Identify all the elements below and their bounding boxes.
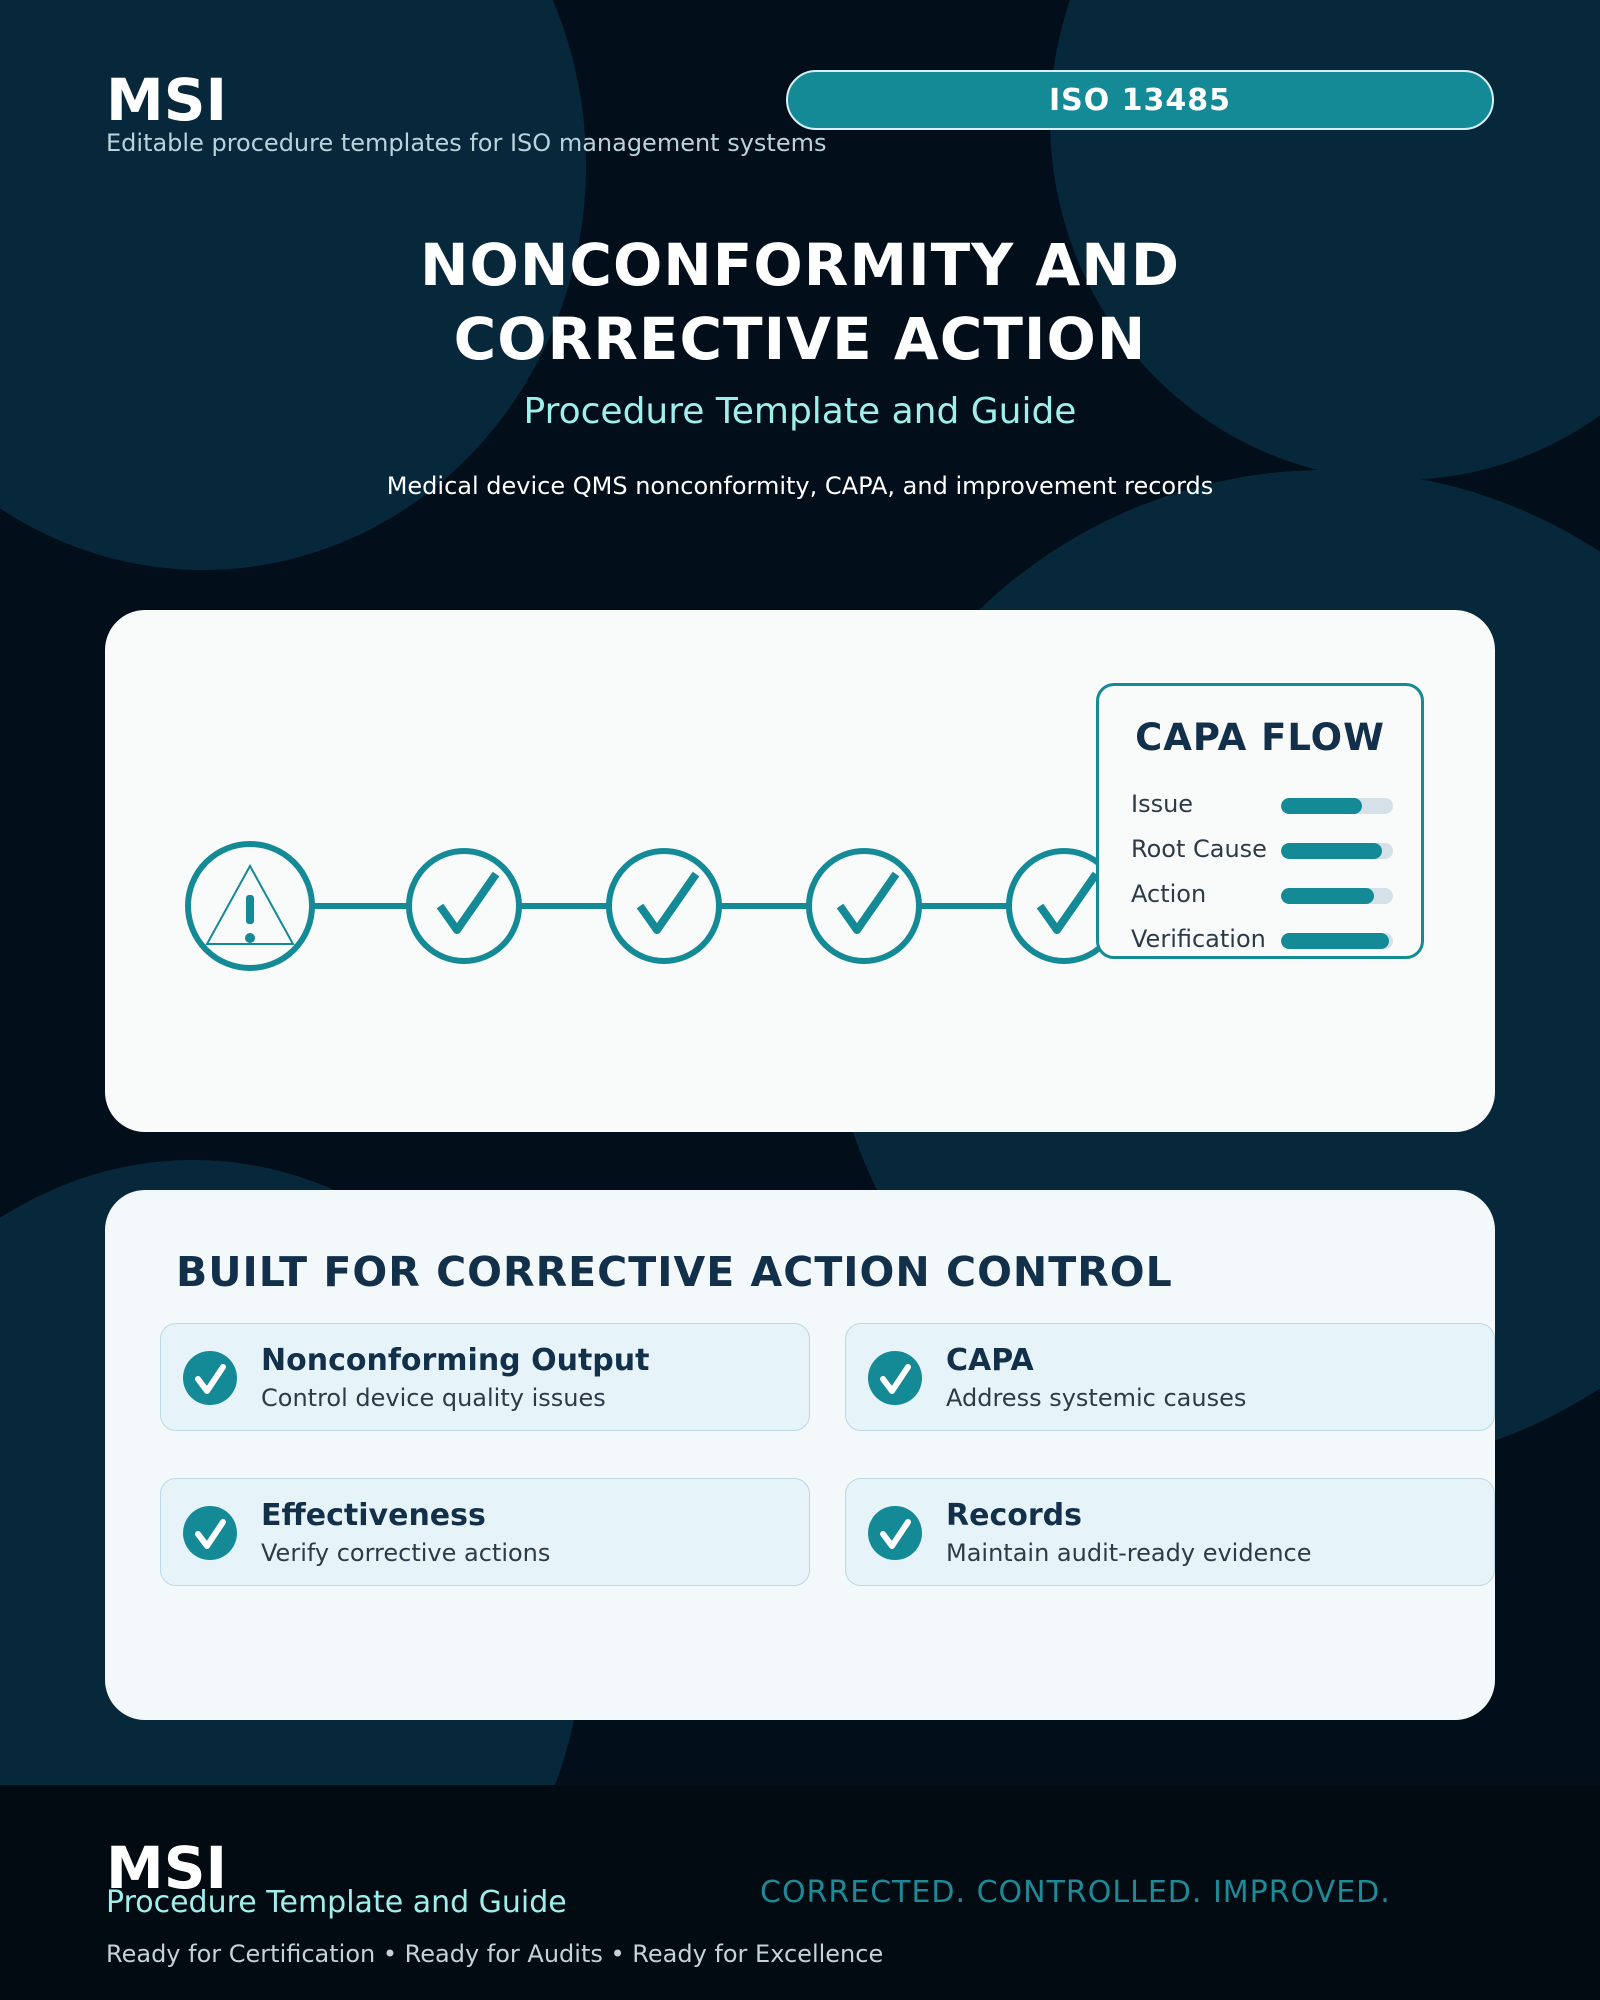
footer-brand-logo: MSI [106, 1834, 228, 1902]
capa-progress-fill [1281, 798, 1362, 814]
capa-progress-track [1281, 798, 1393, 814]
feature-description: Maintain audit-ready evidence [946, 1539, 1312, 1567]
check-icon [868, 1351, 922, 1405]
page-subtitle: Procedure Template and Guide [523, 391, 1077, 432]
feature-title: Effectiveness [261, 1498, 486, 1533]
capa-progress-track [1281, 933, 1393, 949]
capa-progress-track [1281, 888, 1393, 904]
footer-readiness-line: Ready for Certification • Ready for Audi… [106, 1940, 884, 1968]
features-heading: BUILT FOR CORRECTIVE ACTION CONTROL [176, 1248, 1173, 1296]
capa-progress-fill [1281, 933, 1389, 949]
iso-standard-badge: ISO 13485 [786, 70, 1494, 130]
capa-flow-panel: CAPA FLOW Issue Root Cause Action Verifi… [1096, 683, 1424, 959]
feature-description: Verify corrective actions [261, 1539, 551, 1567]
feature-description: Control device quality issues [261, 1384, 606, 1412]
footer [0, 1785, 1600, 2000]
feature-item-nonconforming-output: Nonconforming Output Control device qual… [160, 1323, 810, 1431]
tagline: Editable procedure templates for ISO man… [106, 129, 827, 157]
warning-triangle-icon [185, 841, 315, 971]
feature-item-capa: CAPA Address systemic causes [845, 1323, 1495, 1431]
check-circle-icon [406, 848, 522, 964]
check-icon [183, 1506, 237, 1560]
capa-progress-track [1281, 843, 1393, 859]
capa-row-label: Issue [1131, 790, 1194, 818]
page-title-line-2: CORRECTIVE ACTION [453, 305, 1147, 373]
feature-item-records: Records Maintain audit-ready evidence [845, 1478, 1495, 1586]
features-card [105, 1190, 1495, 1720]
capa-progress-fill [1281, 888, 1374, 904]
capa-row-label: Action [1131, 880, 1207, 908]
page-description: Medical device QMS nonconformity, CAPA, … [386, 472, 1214, 500]
check-circle-icon [806, 848, 922, 964]
feature-title: Nonconforming Output [261, 1343, 650, 1378]
page-title: NONCONFORMITY AND CORRECTIVE ACTION [0, 228, 1600, 376]
page-title-line-1: NONCONFORMITY AND [419, 231, 1180, 299]
capa-row-action: Action [1131, 879, 1421, 909]
capa-row-verification: Verification [1131, 924, 1421, 954]
check-circle-icon [1006, 848, 1122, 964]
check-circle-icon [606, 848, 722, 964]
feature-title: Records [946, 1498, 1082, 1533]
feature-item-effectiveness: Effectiveness Verify corrective actions [160, 1478, 810, 1586]
footer-slogan: CORRECTED. CONTROLLED. IMPROVED. [760, 1875, 1391, 1910]
capa-row-label: Root Cause [1131, 835, 1267, 863]
brand-logo: MSI [106, 66, 228, 134]
capa-row-root-cause: Root Cause [1131, 834, 1421, 864]
feature-description: Address systemic causes [946, 1384, 1247, 1412]
footer-subtitle: Procedure Template and Guide [106, 1885, 567, 1920]
capa-row-label: Verification [1131, 925, 1266, 953]
feature-title: CAPA [946, 1343, 1034, 1378]
check-icon [183, 1351, 237, 1405]
capa-row-issue: Issue [1131, 789, 1421, 819]
capa-progress-fill [1281, 843, 1382, 859]
check-icon [868, 1506, 922, 1560]
capa-flow-title: CAPA FLOW [1135, 716, 1385, 759]
